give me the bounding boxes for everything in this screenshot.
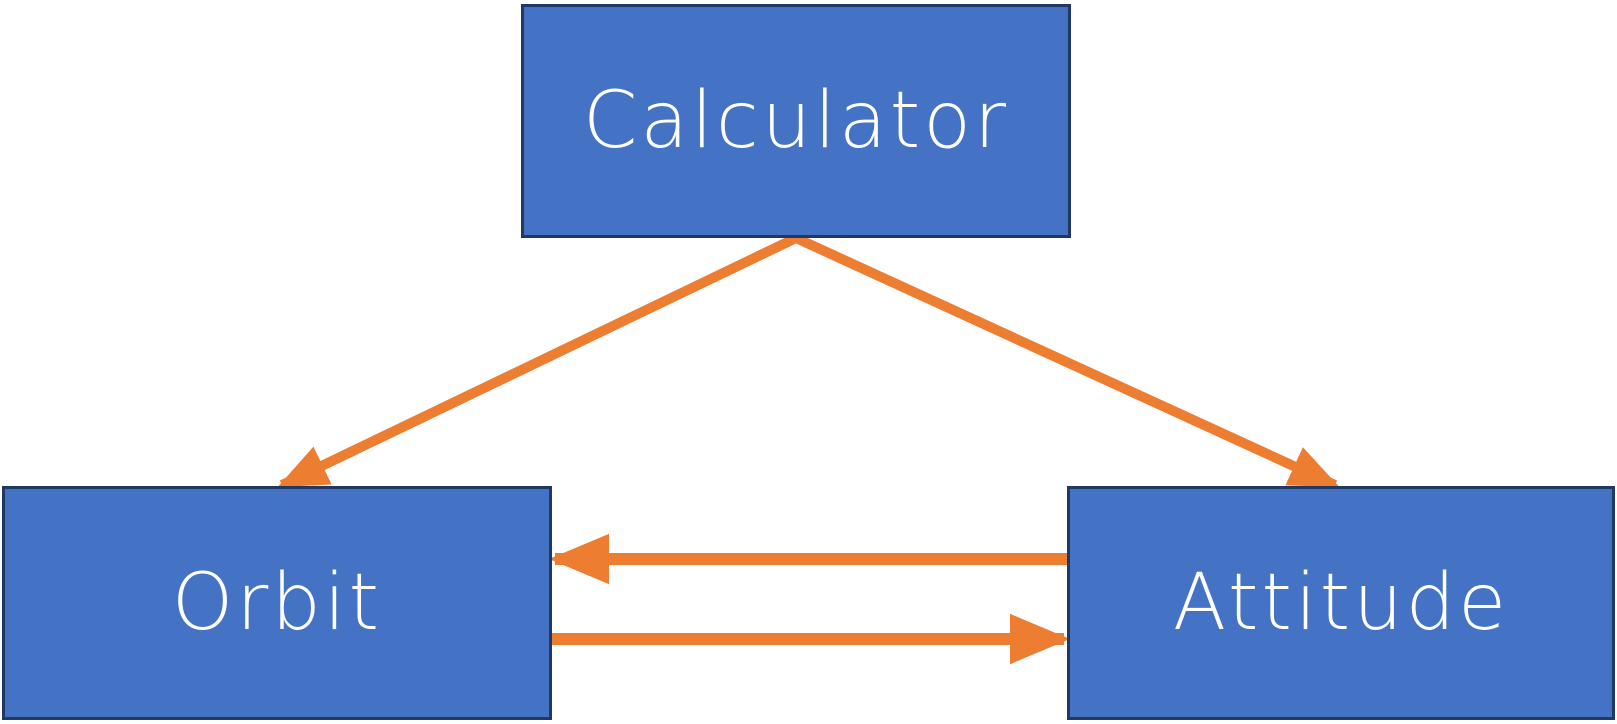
orbit-node: Orbit	[2, 486, 552, 720]
calculator-label: Calculator	[582, 76, 1010, 166]
calculator-node: Calculator	[521, 4, 1071, 238]
edge-calculator-to-orbit	[277, 233, 799, 490]
attitude-node: Attitude	[1067, 486, 1615, 720]
orbit-label: Orbit	[171, 558, 383, 648]
attitude-label: Attitude	[1172, 558, 1510, 648]
edge-calculator-to-attitude	[793, 233, 1340, 490]
